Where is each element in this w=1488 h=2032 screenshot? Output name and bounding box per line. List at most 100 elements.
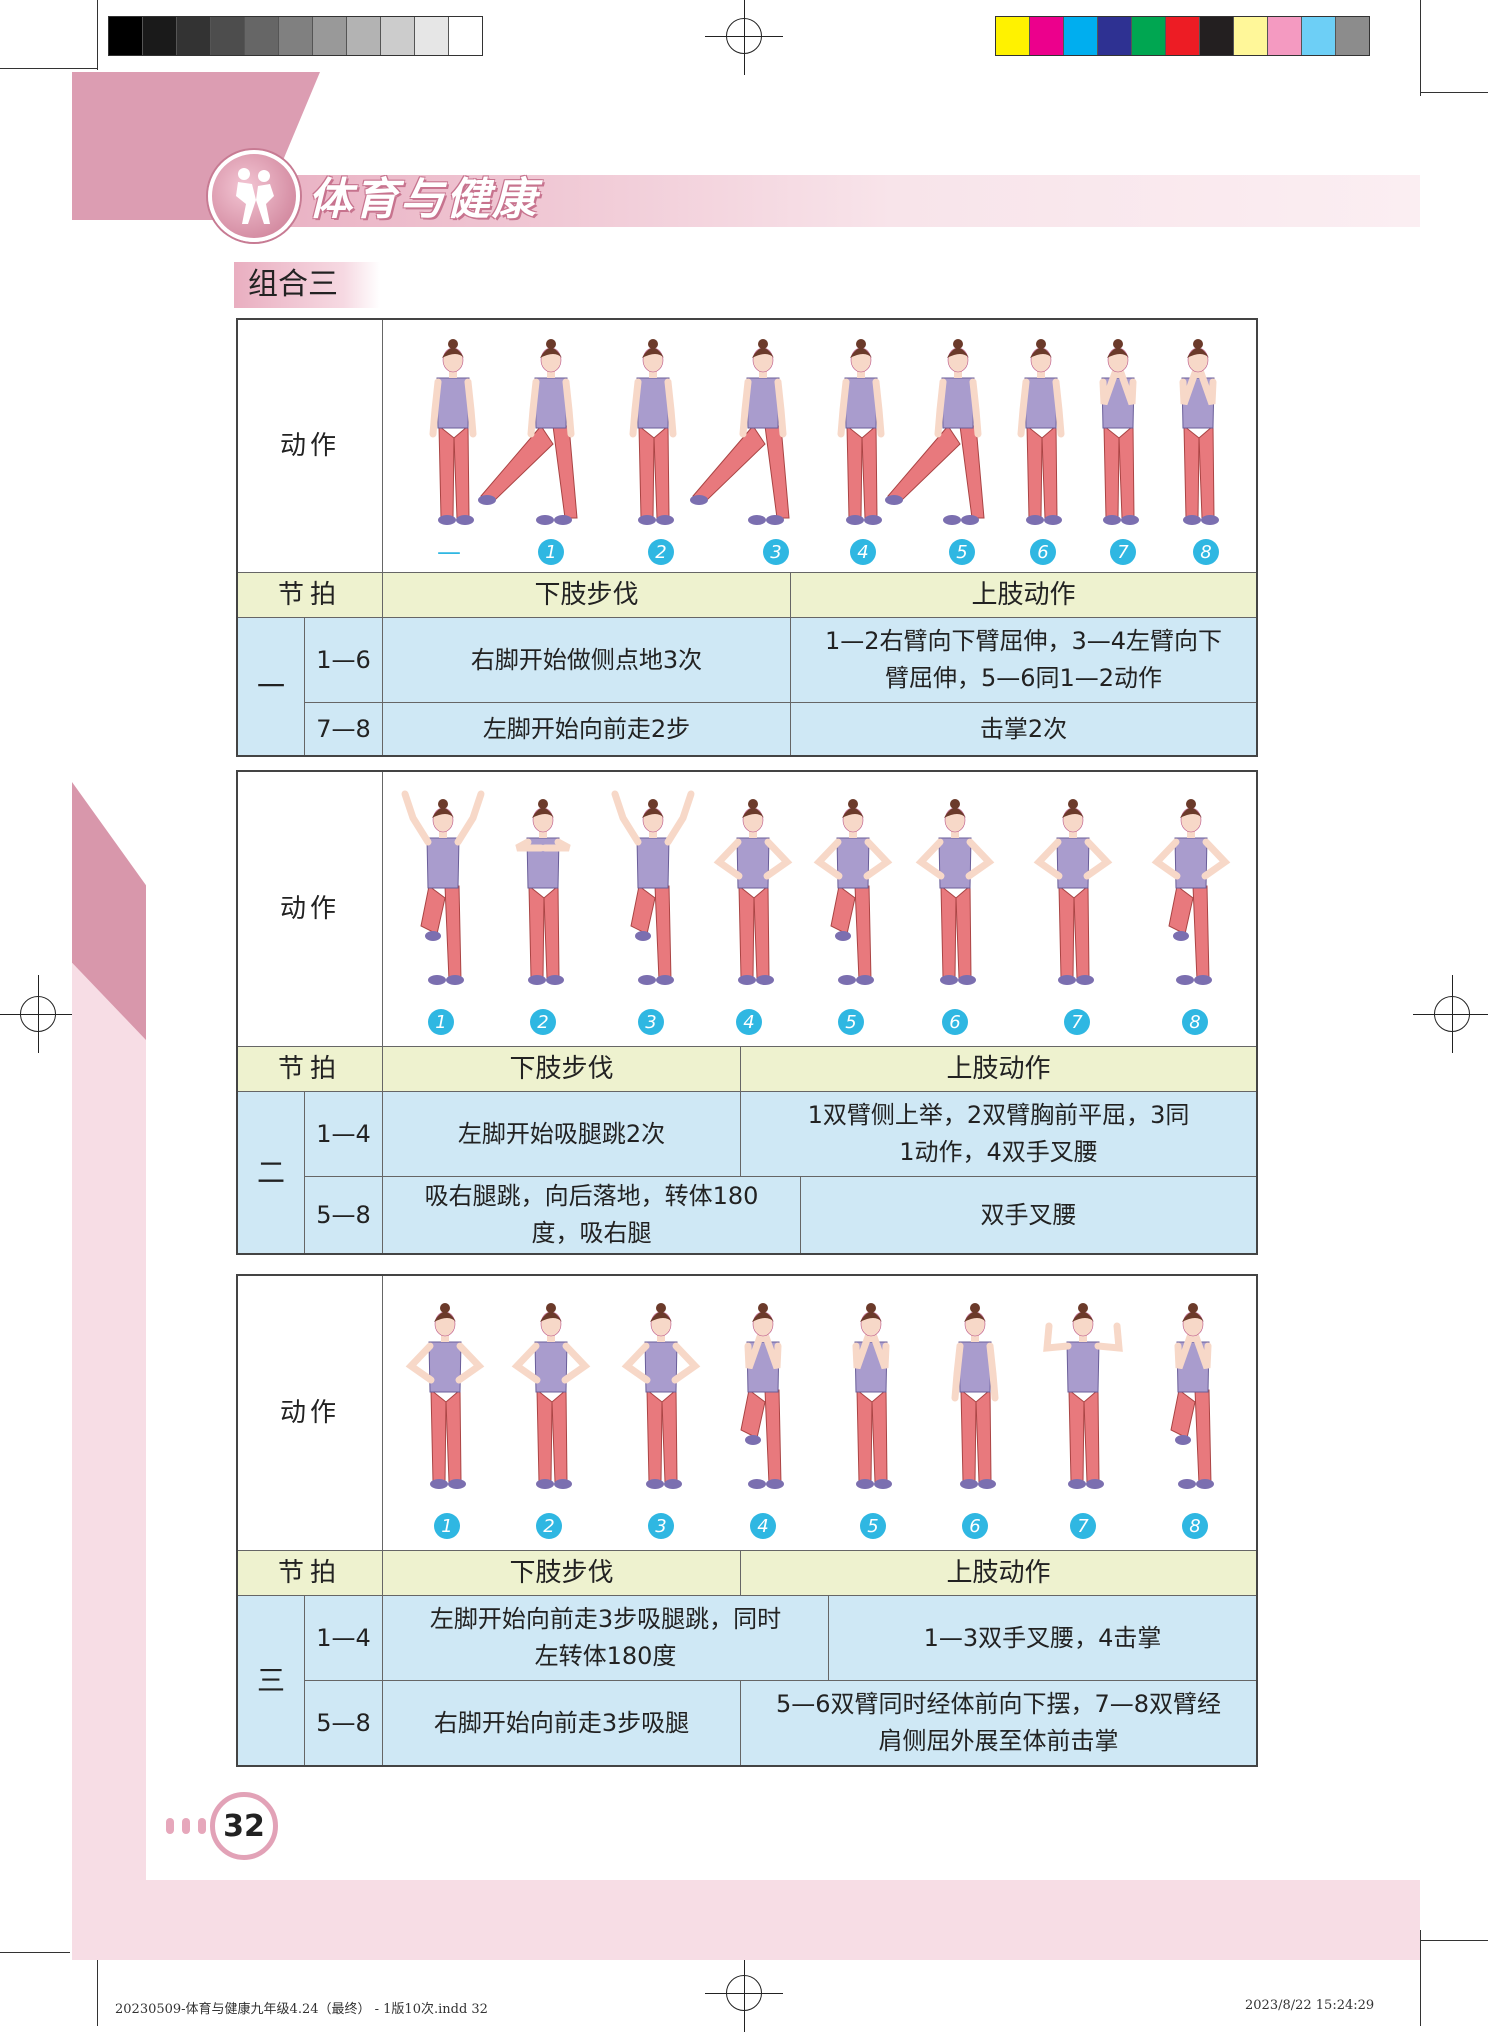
dancer-figure bbox=[837, 339, 885, 525]
beat-header: 节拍 bbox=[238, 1551, 383, 1595]
beat-badge-label: 4 bbox=[743, 1012, 754, 1033]
color-swatch bbox=[109, 17, 143, 55]
beat-value: 7—8 bbox=[305, 703, 383, 755]
upper-move: 双手叉腰 bbox=[980, 1200, 1077, 1229]
crop-mark bbox=[97, 1950, 98, 2026]
gray-swatch-bar bbox=[108, 16, 483, 56]
beat-badge-label: 7 bbox=[1117, 542, 1129, 563]
color-swatch bbox=[996, 17, 1030, 55]
section-number: 一 bbox=[238, 618, 305, 755]
beat-badge: 2 bbox=[648, 539, 674, 565]
beat-badge: 4 bbox=[850, 539, 876, 565]
action-label: 动作 bbox=[238, 320, 383, 572]
dancer-figure bbox=[915, 799, 995, 985]
lower-step: 左脚开始向前走2步 bbox=[383, 703, 791, 755]
beat-badge: 6 bbox=[942, 1009, 968, 1035]
dancer-figure bbox=[401, 790, 485, 985]
beat-badge-label: 7 bbox=[1077, 1516, 1089, 1537]
beat-badge: 2 bbox=[536, 1513, 562, 1539]
beat-badge: 3 bbox=[648, 1513, 674, 1539]
color-swatch bbox=[1268, 17, 1302, 55]
beat-badge: 5 bbox=[949, 539, 975, 565]
crop-mark bbox=[1420, 0, 1421, 96]
color-swatch-bar bbox=[995, 16, 1370, 56]
color-swatch bbox=[1336, 17, 1369, 55]
beat-header: 节拍 bbox=[238, 573, 383, 617]
beat-badge-label: 8 bbox=[1189, 1012, 1200, 1033]
color-swatch bbox=[1132, 17, 1166, 55]
color-swatch bbox=[313, 17, 347, 55]
color-swatch bbox=[1200, 17, 1234, 55]
color-swatch bbox=[211, 17, 245, 55]
dancer-figure bbox=[885, 339, 985, 525]
color-swatch bbox=[347, 17, 381, 55]
beat-badge: 1 bbox=[538, 539, 564, 565]
beat-value: 5—8 bbox=[305, 1681, 383, 1765]
lower-step: 吸右腿跳，向后落地，转体180度，吸右腿 bbox=[383, 1177, 801, 1253]
color-swatch bbox=[1302, 17, 1336, 55]
registration-mark bbox=[705, 1954, 783, 2032]
upper-move: 1—2右臂向下臂屈伸，3—4左臂向下臂屈伸，5—6同1—2动作 bbox=[824, 627, 1223, 692]
beat-badge-label: 6 bbox=[949, 1012, 960, 1033]
beat-badge-label: 4 bbox=[757, 1516, 768, 1537]
dancer-figure bbox=[1179, 339, 1219, 525]
beat-badge: 3 bbox=[638, 1009, 664, 1035]
registration-mark bbox=[0, 975, 77, 1053]
beat-badge: 4 bbox=[736, 1009, 762, 1035]
beat-badge: 6 bbox=[1030, 539, 1056, 565]
beat-badge-label: 1 bbox=[441, 1516, 452, 1537]
wrestlers-icon bbox=[236, 168, 274, 224]
dancer-figure bbox=[690, 339, 790, 525]
beat-badge-label: 3 bbox=[770, 542, 781, 563]
beat-badge: 2 bbox=[530, 1009, 556, 1035]
crop-mark bbox=[0, 1952, 70, 1953]
dancer-figure bbox=[429, 339, 477, 525]
dancer-figure bbox=[1170, 1303, 1214, 1489]
beat-header: 节拍 bbox=[238, 1047, 383, 1091]
beat-badge-label: 1 bbox=[545, 542, 556, 563]
dancer-figure bbox=[515, 799, 571, 985]
action-label: 动作 bbox=[238, 1276, 383, 1550]
dancer-figure bbox=[405, 1303, 485, 1489]
dancer-figure bbox=[1151, 799, 1231, 985]
color-swatch bbox=[1166, 17, 1200, 55]
dancer-figure bbox=[1033, 799, 1113, 985]
beat-badge-label: 8 bbox=[1189, 1516, 1200, 1537]
color-swatch bbox=[381, 17, 415, 55]
beat-badge-label: 5 bbox=[845, 1012, 856, 1033]
crop-mark bbox=[97, 0, 98, 70]
beat-badge-label: 3 bbox=[655, 1516, 666, 1537]
dancer-figure bbox=[951, 1303, 999, 1489]
beat-badge: 1 bbox=[428, 1009, 454, 1035]
upper-move: 1双臂侧上举，2双臂胸前平屈，3同1动作，4双手叉腰 bbox=[807, 1101, 1190, 1166]
beat-badge-label: 8 bbox=[1200, 542, 1211, 563]
beat-badge-label: 6 bbox=[969, 1516, 980, 1537]
upper-move: 5—6双臂同时经体前向下摆，7—8双臂经肩侧屈外展至体前击掌 bbox=[775, 1690, 1222, 1755]
color-swatch bbox=[1030, 17, 1064, 55]
beat-badge-label: 3 bbox=[645, 1012, 656, 1033]
color-swatch bbox=[245, 17, 279, 55]
upper-header: 上肢动作 bbox=[946, 1053, 1051, 1084]
section-number: 二 bbox=[238, 1092, 305, 1253]
color-swatch bbox=[1234, 17, 1268, 55]
dancer-figure bbox=[1043, 1303, 1123, 1489]
lower-header: 下肢步伐 bbox=[383, 1047, 741, 1091]
beat-value: 1—4 bbox=[305, 1596, 383, 1680]
beat-badge-label: 2 bbox=[655, 542, 666, 563]
beat-badge: 8 bbox=[1182, 1513, 1208, 1539]
dancer-figure bbox=[713, 799, 793, 985]
registration-mark bbox=[1413, 975, 1488, 1053]
upper-header: 上肢动作 bbox=[971, 579, 1076, 610]
beat-value: 5—8 bbox=[305, 1177, 383, 1253]
page-number: 32 bbox=[210, 1792, 278, 1860]
dancer-figure bbox=[511, 1303, 591, 1489]
bottom-band bbox=[72, 1880, 1420, 1960]
footer-timestamp: 2023/8/22 15:24:29 bbox=[1245, 1998, 1375, 2013]
color-swatch bbox=[279, 17, 313, 55]
brand-title: 体育与健康 bbox=[308, 174, 538, 225]
